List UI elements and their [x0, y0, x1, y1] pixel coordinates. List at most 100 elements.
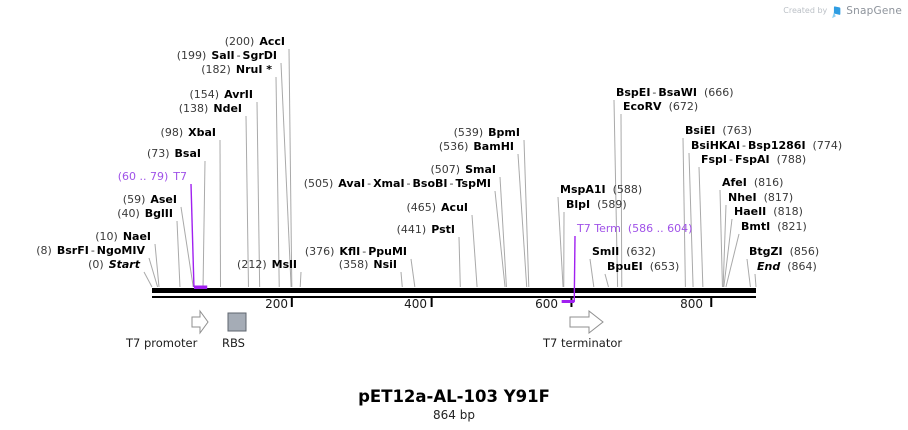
site-position: (821)	[777, 220, 807, 233]
plasmid-title: pET12a-AL-103 Y91F	[358, 387, 550, 406]
leader-line-bspei	[613, 99, 619, 288]
site-name-separator: -	[367, 177, 372, 190]
leader-line-afei	[719, 189, 723, 288]
site-position: (788)	[776, 153, 807, 166]
map-backbone-bottom	[152, 296, 756, 298]
site-name: PstI	[431, 223, 455, 236]
site-name: End	[757, 260, 781, 273]
site-name: MspA1I	[560, 183, 606, 196]
site-position: (40)	[117, 207, 140, 220]
site-name: AvaI	[338, 177, 366, 190]
t7-terminator-label: T7 terminator	[543, 336, 623, 350]
site-label-sali: (199)SalI-SgrDI	[177, 49, 277, 62]
site-position: (154)	[189, 88, 220, 101]
site-label-psti: (441)PstI	[397, 223, 455, 236]
leader-line-bsai	[202, 160, 206, 288]
leader-line-msli	[299, 271, 302, 288]
site-position: (818)	[773, 205, 803, 218]
leader-line-nsii	[400, 271, 403, 288]
leader-line-fspi	[698, 166, 704, 288]
site-label-nhei: NheI(817)	[728, 191, 793, 204]
site-name: BmtI	[741, 220, 771, 233]
site-name: BlpI	[566, 198, 591, 211]
ruler-tick-400	[430, 298, 433, 307]
site-name: BsoBI	[412, 177, 448, 190]
site-name: BsrFI	[56, 244, 89, 257]
site-name: Start	[108, 258, 140, 271]
site-position: (200)	[224, 35, 255, 48]
site-position: (138)	[178, 102, 209, 115]
leader-line-mspa1i	[557, 196, 564, 288]
site-name: PpuMI	[368, 245, 407, 258]
site-position: (653)	[649, 260, 680, 273]
site-position: (672)	[668, 100, 699, 113]
site-label-bamhi: (536)BamHI	[439, 140, 514, 153]
site-position: (774)	[812, 139, 843, 152]
t7-terminator-arrow-icon	[569, 309, 604, 335]
site-name: NdeI	[213, 102, 242, 115]
site-label-bpuei: BpuEI(653)	[607, 260, 679, 273]
plasmid-length: 864 bp	[433, 408, 475, 422]
leader-line-bsihkai	[688, 152, 694, 288]
site-name: NaeI	[122, 230, 151, 243]
site-label-nsii: (358)NsiI	[339, 258, 397, 271]
site-name: NruI *	[235, 63, 272, 76]
site-name: EcoRV	[623, 100, 662, 113]
site-position: (199)	[176, 49, 207, 62]
site-name: HaeII	[734, 205, 767, 218]
site-name-separator: -	[449, 177, 454, 190]
leader-line-bglii	[176, 220, 181, 288]
leader-line-t7	[190, 183, 195, 288]
site-name: BamHI	[473, 140, 514, 153]
site-name-separator: -	[742, 139, 747, 152]
site-label-ndei: (138) NdeI	[179, 102, 242, 115]
leader-line-bpuei	[604, 273, 609, 288]
rbs-label: RBS	[222, 336, 245, 350]
site-position: (0)	[88, 258, 104, 271]
leader-line-btgzi	[746, 258, 751, 288]
leader-line-ecorv	[620, 113, 623, 288]
site-position: (465)	[406, 201, 437, 214]
leader-line-kfli	[410, 258, 416, 288]
leader-line-asei	[180, 206, 194, 288]
map-backbone-top	[152, 288, 756, 293]
leader-line-avai	[494, 190, 506, 288]
site-name: T7	[173, 170, 187, 183]
site-position: (817)	[763, 191, 794, 204]
site-name: MslI	[271, 258, 297, 271]
site-position: (632)	[626, 245, 656, 258]
leader-line-smli	[589, 258, 595, 288]
site-label-btgzi: BtgZI(856)	[749, 245, 819, 258]
leader-line-psti	[458, 236, 461, 288]
site-name-separator: -	[729, 153, 734, 166]
site-name: BsiHKAI	[691, 139, 741, 152]
site-label-naei: (10)NaeI	[95, 230, 151, 243]
site-name: FspI	[701, 153, 728, 166]
site-label-afei: AfeI(816)	[722, 176, 783, 189]
leader-line-nrui	[275, 76, 280, 288]
site-name: AccI	[259, 35, 285, 48]
site-position: (666)	[704, 86, 734, 99]
site-position: (588)	[612, 183, 643, 196]
snapgene-watermark: Created by SnapGene	[783, 4, 902, 19]
site-position: (507)	[430, 163, 461, 176]
site-label-kfli: (376)KflI-PpuMI	[305, 245, 407, 258]
t7-promoter-arrow-icon	[191, 309, 209, 335]
site-name-separator: -	[236, 49, 241, 62]
site-name: BspEI	[616, 86, 651, 99]
site-name-separator: -	[362, 245, 367, 258]
site-label-bmti: BmtI (821)	[741, 220, 807, 233]
site-name: NgoMIV	[96, 244, 145, 257]
site-label-mspa1i: MspA1I (588)	[560, 183, 642, 196]
snapgene-logo-icon	[831, 4, 842, 19]
leader-line-acui	[471, 214, 478, 288]
site-name: BpmI	[488, 126, 520, 139]
site-label-bsihkai: BsiHKAI-Bsp1286I(774)	[691, 139, 842, 152]
site-label-smli: SmlI(632)	[592, 245, 656, 258]
site-name: BsaWI	[658, 86, 697, 99]
t7-promoter-feature-bar	[193, 285, 208, 289]
site-label-acui: (465)AcuI	[406, 201, 468, 214]
leader-line-xbai	[219, 139, 222, 288]
